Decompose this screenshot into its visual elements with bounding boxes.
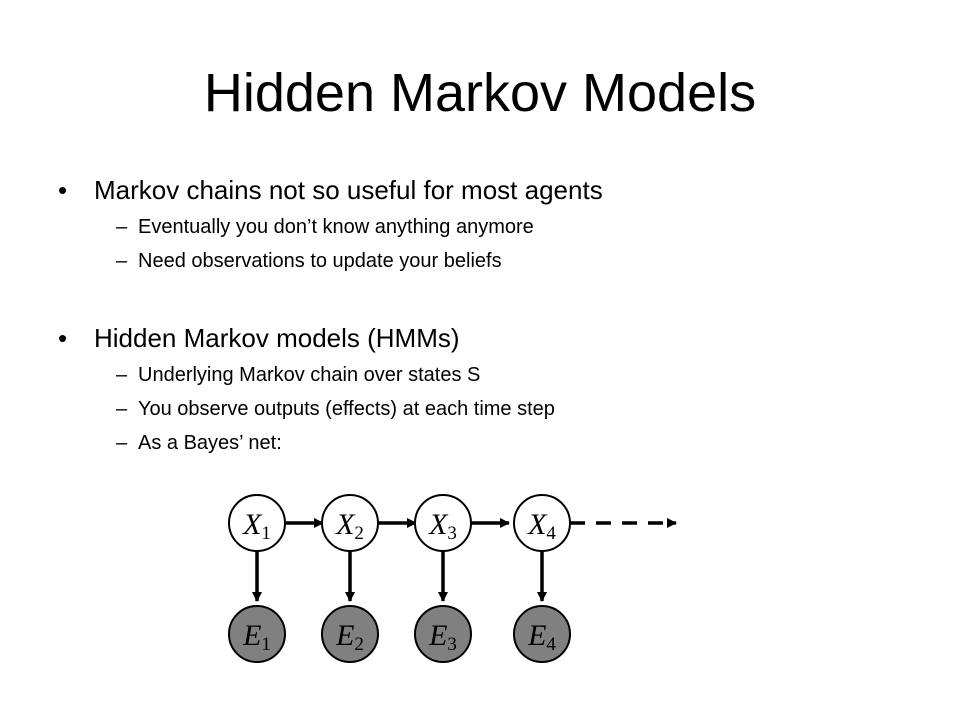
bullet-text: Hidden Markov models (HMMs) [94,323,460,353]
node-index: 1 [261,523,271,544]
sub-bullet-text: Underlying Markov chain over states S [138,364,481,386]
node-letter: X [527,508,548,541]
sub-bullet-marker: – [116,216,128,238]
sub-bullet-marker: – [116,398,128,420]
node-letter: E [242,619,261,652]
svg-text:E1: E1 [242,619,271,655]
sub-bullet-group: – Underlying Markov chain over states S … [58,358,918,460]
state-node-x1: X1 [228,494,286,552]
svg-text:E2: E2 [335,619,364,655]
svg-text:X4: X4 [527,508,556,544]
state-node-x4: X4 [513,494,571,552]
sub-bullet-text: Eventually you don’t know anything anymo… [138,216,534,238]
evidence-node-circle [414,605,472,663]
node-index: 4 [546,634,556,655]
state-node-circle [321,494,379,552]
sub-bullet-item: – Eventually you don’t know anything any… [58,210,918,244]
bullet-text: Markov chains not so useful for most age… [94,175,603,205]
sub-bullet-item: – Underlying Markov chain over states S [58,358,918,392]
node-letter: X [242,508,263,541]
node-letter: X [335,508,356,541]
evidence-node-e4: E4 [513,605,571,663]
node-index: 3 [447,523,457,544]
evidence-node-e3: E3 [414,605,472,663]
svg-text:X2: X2 [335,508,364,544]
bullet-marker: • [58,323,68,353]
sub-bullet-marker: – [116,432,128,454]
node-index: 2 [354,523,364,544]
sub-bullet-text: You observe outputs (effects) at each ti… [138,398,555,420]
node-letter: E [527,619,546,652]
evidence-node-circle [228,605,286,663]
svg-text:E3: E3 [428,619,457,655]
state-node-circle [414,494,472,552]
sub-bullet-item: – As a Bayes’ net: [58,426,918,460]
sub-bullet-marker: – [116,364,128,386]
evidence-node-e2: E2 [321,605,379,663]
node-index: 2 [354,634,364,655]
evidence-node-circle [513,605,571,663]
sub-bullet-marker: – [116,250,128,272]
state-node-circle [513,494,571,552]
sub-bullet-text: Need observations to update your beliefs [138,250,502,272]
bullet-item: • Markov chains not so useful for most a… [58,170,918,210]
evidence-node-circle [321,605,379,663]
svg-text:X3: X3 [428,508,457,544]
state-node-circle [228,494,286,552]
node-letter: E [428,619,447,652]
node-letter: X [428,508,449,541]
sub-bullet-item: – Need observations to update your belie… [58,244,918,278]
bullet-list: • Markov chains not so useful for most a… [58,170,918,460]
node-index: 1 [261,634,271,655]
svg-text:X1: X1 [242,508,271,544]
bullet-item: • Hidden Markov models (HMMs) [58,318,918,358]
node-index: 3 [447,634,457,655]
evidence-node-e1: E1 [228,605,286,663]
sub-bullet-item: – You observe outputs (effects) at each … [58,392,918,426]
slide-title: Hidden Markov Models [203,63,757,123]
state-node-x3: X3 [414,494,472,552]
state-node-x2: X2 [321,494,379,552]
svg-text:E4: E4 [527,619,556,655]
node-letter: E [335,619,354,652]
sub-bullet-text: As a Bayes’ net: [138,432,282,454]
bullet-marker: • [58,175,68,205]
node-index: 4 [546,523,556,544]
sub-bullet-group: – Eventually you don’t know anything any… [58,210,918,278]
